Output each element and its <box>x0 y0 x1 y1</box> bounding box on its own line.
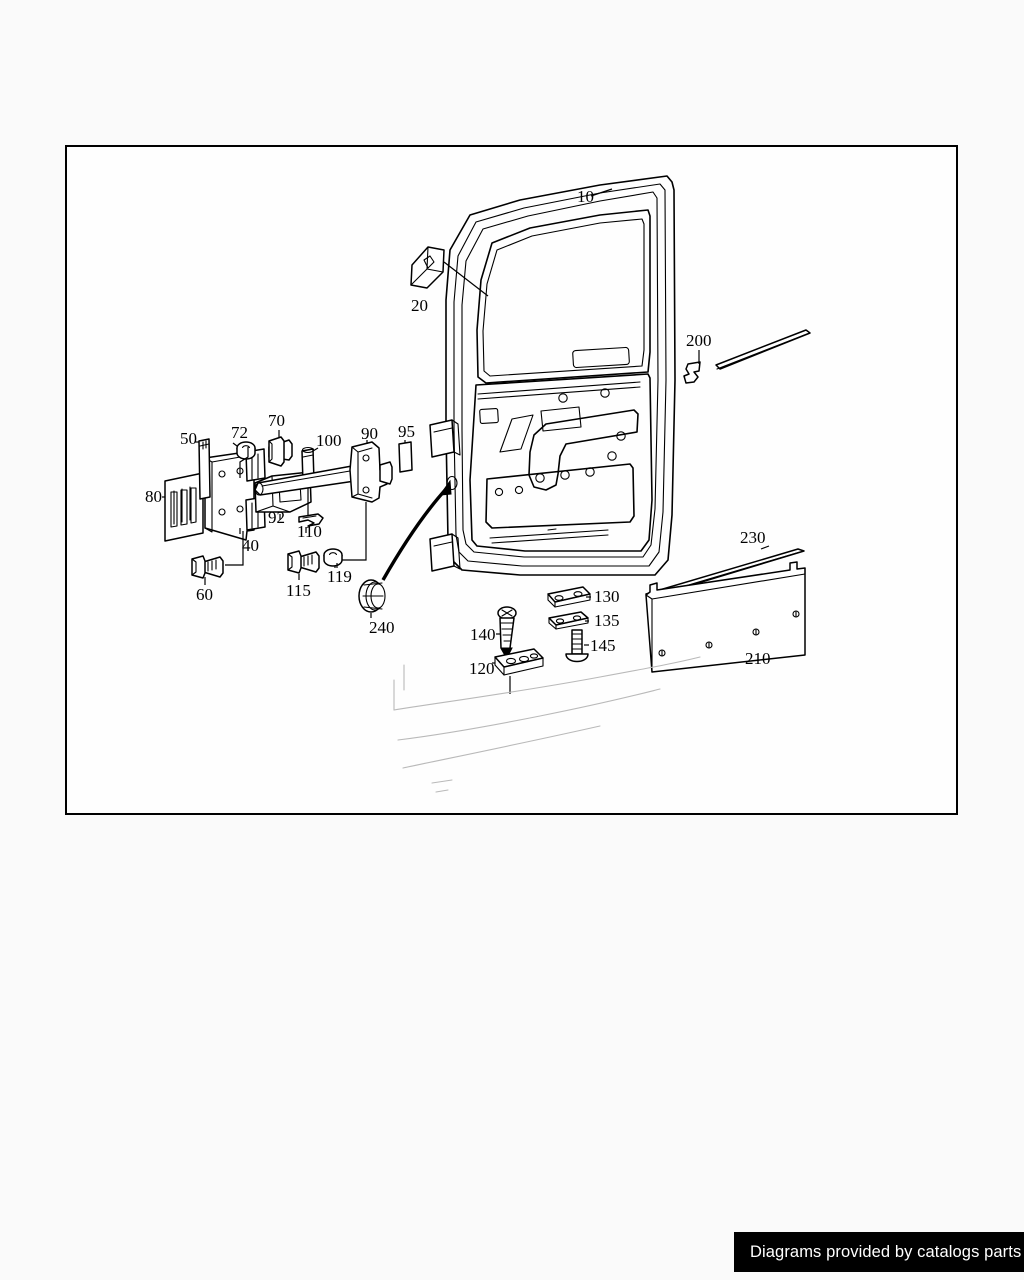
body-contour-ghost-lines <box>393 656 701 793</box>
part-135-shim <box>548 611 589 630</box>
part-240-grommet <box>358 479 452 618</box>
callout-120: 120 <box>469 659 495 678</box>
door-shell-group <box>429 175 676 576</box>
part-60-hinge-bolt-lower <box>191 531 244 585</box>
callout-230: 230 <box>740 528 766 547</box>
part-119-washer <box>323 548 343 568</box>
part-20-door-bumper <box>410 246 489 297</box>
callout-140: 140 <box>470 625 496 644</box>
part-90-door-check <box>254 440 393 568</box>
watermark-banner: Diagrams provided by catalogs parts <box>734 1232 1024 1272</box>
callout-60: 60 <box>196 585 213 604</box>
part-130-shim <box>547 586 591 608</box>
callout-130: 130 <box>594 587 620 606</box>
part-120-striker-plate <box>492 648 544 694</box>
callout-20: 20 <box>411 296 428 315</box>
part-72-washer <box>232 441 256 478</box>
callout-10: 10 <box>577 187 594 206</box>
callout-72: 72 <box>231 423 248 442</box>
part-210-trim-panel <box>645 561 806 673</box>
callout-95: 95 <box>398 422 415 441</box>
part-145-screw <box>565 629 589 663</box>
callout-92: 92 <box>268 508 285 527</box>
part-200-seal-strip <box>683 329 811 384</box>
callout-90: 90 <box>361 424 378 443</box>
part-70-hinge-bolt <box>268 430 293 467</box>
callout-70: 70 <box>268 411 285 430</box>
callout-119: 119 <box>327 567 352 586</box>
callout-80: 80 <box>145 487 162 506</box>
part-110-retaining-clip <box>298 513 324 533</box>
callout-leader-10 <box>590 188 613 197</box>
callout-115: 115 <box>286 581 311 600</box>
callout-210: 210 <box>745 649 771 668</box>
part-50-hinge-pin <box>195 438 211 500</box>
callout-50: 50 <box>180 429 197 448</box>
callout-135: 135 <box>594 611 620 630</box>
part-80-shim-plate <box>162 472 204 542</box>
callout-40: 40 <box>242 536 259 555</box>
part-95-adhesive-pad <box>398 440 413 473</box>
callout-110: 110 <box>297 522 322 541</box>
callout-200: 200 <box>686 331 712 350</box>
callout-240: 240 <box>369 618 395 637</box>
callout-100: 100 <box>316 431 342 450</box>
watermark-text: Diagrams provided by catalogs parts <box>750 1242 1022 1261</box>
part-140-tapping-screw <box>496 606 517 660</box>
callout-145: 145 <box>590 636 616 655</box>
part-115-bolt <box>287 550 320 580</box>
